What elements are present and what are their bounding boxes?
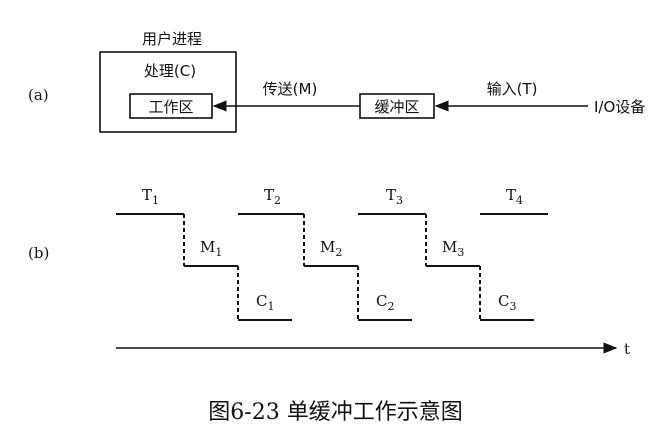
cycle-1 <box>116 213 292 321</box>
part-a-label: (a) <box>28 86 49 104</box>
label-c1: C1 <box>256 292 274 313</box>
label-t2: T2 <box>264 186 281 207</box>
label-t3: T3 <box>386 186 403 207</box>
transfer-label: 传送(M) <box>263 80 318 98</box>
cycle-2 <box>238 213 412 321</box>
process-label: 处理(C) <box>144 62 196 80</box>
user-process-box <box>99 51 237 133</box>
work-area-box <box>129 93 213 119</box>
label-c2: C2 <box>376 292 394 313</box>
input-label: 输入(T) <box>487 80 538 98</box>
work-area-label: 工作区 <box>148 98 193 116</box>
label-t4: T4 <box>506 186 523 207</box>
cycle-3 <box>358 213 534 321</box>
label-c3: C3 <box>498 292 516 313</box>
label-m1: M1 <box>200 238 222 259</box>
buffer-box <box>359 93 435 119</box>
label-t1: T1 <box>142 186 159 207</box>
user-process-label: 用户进程 <box>142 30 202 48</box>
time-axis-label: t <box>624 340 630 358</box>
label-m3: M3 <box>442 238 464 259</box>
part-b-label: (b) <box>28 244 49 262</box>
figure-caption: 图6-23 单缓冲工作示意图 <box>208 400 463 425</box>
io-device-label: I/O设备 <box>594 98 645 116</box>
buffer-label: 缓冲区 <box>374 98 419 116</box>
label-m2: M2 <box>320 238 342 259</box>
